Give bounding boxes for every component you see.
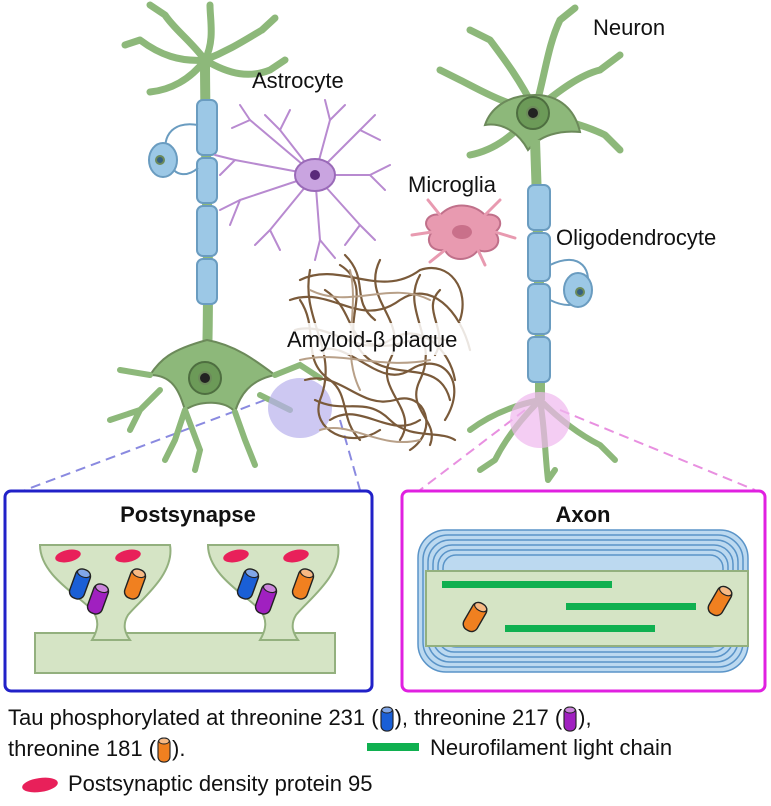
- astrocyte: [214, 99, 391, 261]
- plaque-label-halo: [282, 323, 516, 355]
- legend-tau-text-a: Tau phosphorylated at threonine 231 (: [8, 704, 379, 730]
- legend-p-tau231-icon: [380, 706, 394, 732]
- legend-tau-text-e: ).: [172, 735, 186, 761]
- nfl-mark: [505, 625, 655, 632]
- postsynapse-title: Postsynapse: [120, 502, 256, 527]
- legend-nfl-swatch: [367, 743, 419, 751]
- postsynapse-highlight: [268, 378, 332, 438]
- microglia: [410, 198, 517, 267]
- legend-p-tau217-icon: [563, 706, 577, 732]
- axon-panel: Axon: [400, 489, 767, 693]
- psd95-mark: [115, 549, 141, 563]
- legend-tau-text-d: threonine 181 (: [8, 735, 156, 761]
- legend-tau-text-b: ), threonine 217 (: [394, 704, 563, 730]
- legend-tau-line1: Tau phosphorylated at threonine 231 ( ), …: [8, 704, 592, 734]
- label-oligodendrocyte: Oligodendrocyte: [556, 225, 716, 250]
- legend-nfl-label: Neurofilament light chain: [430, 735, 673, 760]
- neuron-left: [107, 1, 323, 473]
- label-astrocyte: Astrocyte: [252, 68, 344, 93]
- zoom-connector-left: [24, 399, 361, 491]
- postsynapse-panel: Postsynapse: [3, 489, 374, 693]
- nfl-mark: [442, 581, 612, 588]
- axon-title: Axon: [556, 502, 611, 527]
- nfl-mark: [566, 603, 696, 610]
- axon-highlight: [510, 392, 570, 448]
- psd95-mark: [223, 549, 249, 563]
- label-amyloid-plaque: Amyloid-β plaque: [287, 327, 457, 352]
- label-neuron: Neuron: [593, 15, 665, 40]
- psd95-mark: [283, 549, 309, 563]
- legend-tau-line2: threonine 181 ().: [8, 735, 185, 765]
- legend-psd95-swatch: [22, 777, 58, 793]
- legend-p-tau181-icon: [157, 737, 171, 763]
- zoom-connector-right: [419, 409, 756, 491]
- psd95-mark: [55, 549, 81, 563]
- label-microglia: Microglia: [408, 172, 497, 197]
- neuron-right: [436, 4, 624, 483]
- legend-psd95-label: Postsynaptic density protein 95: [68, 771, 373, 796]
- legend-tau-text-c: ),: [578, 704, 592, 730]
